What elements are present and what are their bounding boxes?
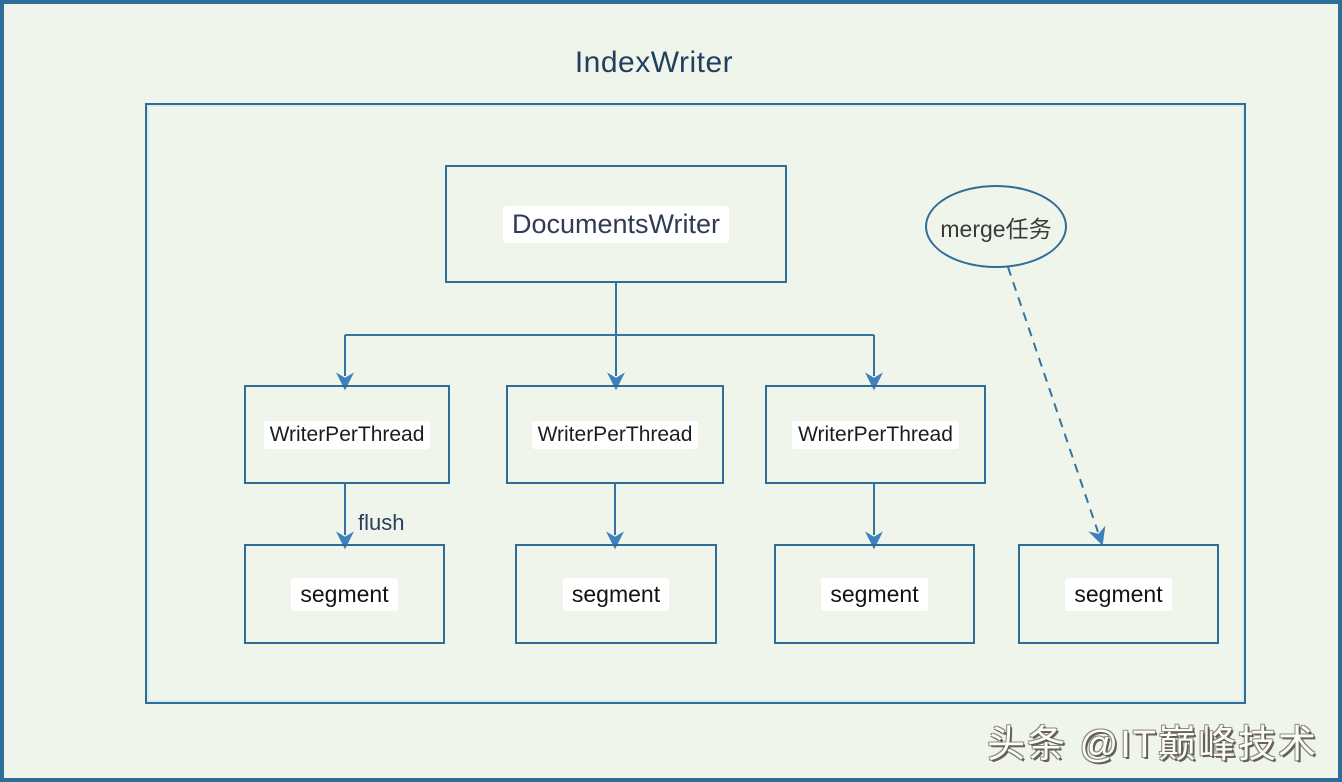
documents-writer-label: DocumentsWriter <box>502 205 730 243</box>
node-writer-per-thread-3: WriterPerThread <box>765 385 986 484</box>
writer-per-thread-label: WriterPerThread <box>792 420 959 449</box>
segment-label: segment <box>1065 577 1172 611</box>
merge-task-label: merge任务 <box>940 215 1052 242</box>
node-merge-task: merge任务 <box>925 185 1067 268</box>
node-segment-4: segment <box>1018 544 1219 644</box>
segment-label: segment <box>821 577 928 611</box>
node-segment-2: segment <box>515 544 717 644</box>
node-segment-3: segment <box>774 544 975 644</box>
segment-label: segment <box>291 577 398 611</box>
writer-per-thread-label: WriterPerThread <box>531 420 699 449</box>
node-writer-per-thread-2: WriterPerThread <box>506 385 724 484</box>
segment-label: segment <box>562 577 670 611</box>
node-segment-1: segment <box>244 544 445 644</box>
writer-per-thread-label: WriterPerThread <box>263 420 431 449</box>
diagram-title: IndexWriter <box>574 46 734 79</box>
node-writer-per-thread-1: WriterPerThread <box>244 385 450 484</box>
node-documents-writer: DocumentsWriter <box>445 165 787 283</box>
flush-arrow-label: flush <box>358 510 405 535</box>
watermark-text: 头条 @IT巅峰技术 <box>987 724 1318 766</box>
indexwriter-frame <box>145 103 1246 704</box>
